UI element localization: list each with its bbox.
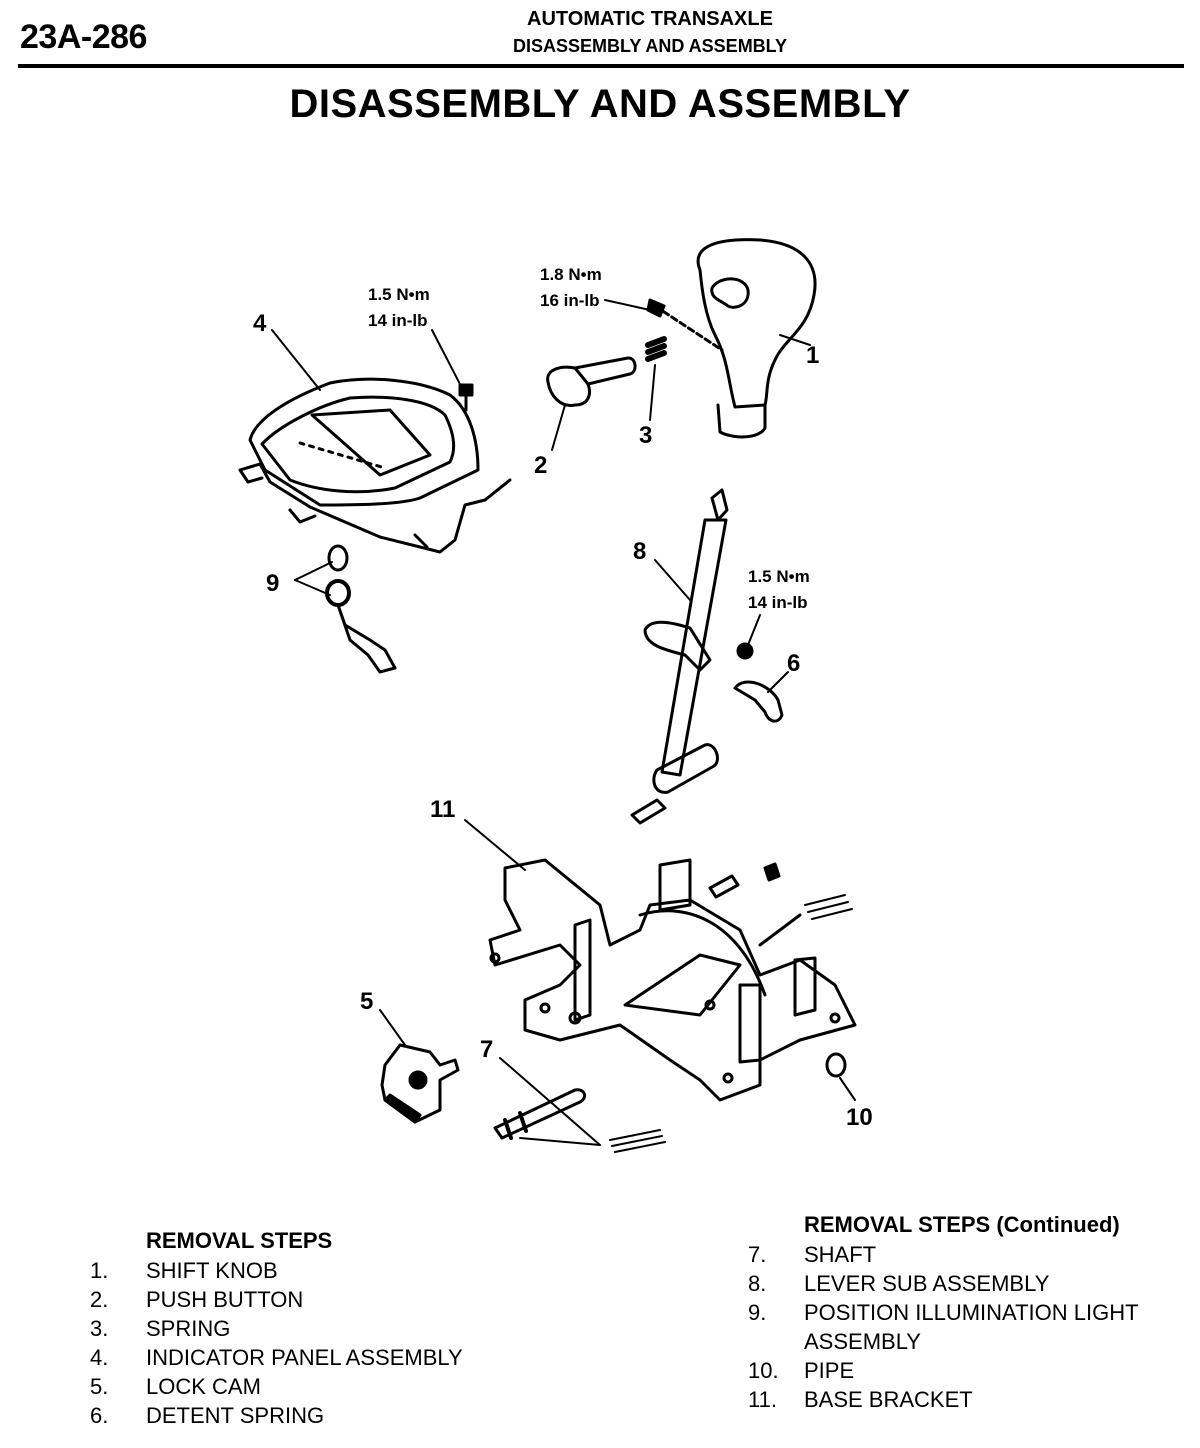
callout-6: 6 — [787, 650, 801, 677]
torque-spec-panel: 1.5 N•m 14 in-lb — [368, 285, 430, 330]
callout-10: 10 — [846, 1104, 873, 1131]
exploded-diagram — [238, 238, 857, 1153]
bolts-drawing — [458, 383, 474, 412]
leader-lines — [271, 299, 856, 1146]
page-title: DISASSEMBLY AND ASSEMBLY — [289, 82, 911, 126]
shaft-drawing — [493, 1088, 666, 1153]
lock-cam-drawing — [380, 1043, 460, 1124]
torque-spec-knob: 1.8 N•m 16 in-lb — [540, 265, 602, 310]
pipe-drawing — [825, 1052, 847, 1078]
removal-steps-list: REMOVAL STEPS 1.SHIFT KNOB 2.PUSH BUTTON… — [90, 1228, 463, 1428]
section-subtitle: DISASSEMBLY AND ASSEMBLY — [512, 36, 788, 56]
removal-steps-heading: REMOVAL STEPS — [146, 1228, 333, 1253]
callout-4: 4 — [253, 310, 267, 337]
callout-3: 3 — [639, 422, 653, 449]
base-bracket-drawing — [488, 858, 857, 1102]
shift-knob-drawing — [646, 238, 817, 439]
removal-steps-continued-heading: REMOVAL STEPS (Continued) — [804, 1212, 1120, 1237]
callout-11: 11 — [430, 796, 456, 823]
indicator-panel-drawing — [238, 377, 512, 554]
page-number: 23A-286 — [20, 18, 147, 56]
callout-2: 2 — [534, 452, 548, 479]
callout-5: 5 — [360, 988, 374, 1015]
header-rule — [18, 64, 1184, 68]
torque-spec-lever: 1.5 N•m 14 in-lb — [748, 567, 810, 612]
removal-steps-continued-list: REMOVAL STEPS (Continued) 7.SHAFT 8.LEVE… — [748, 1212, 1139, 1412]
detent-spring-drawing — [733, 642, 784, 723]
callout-8: 8 — [633, 538, 647, 565]
step-item-continuation: ASSEMBLY — [804, 1329, 921, 1354]
lever-drawing — [630, 488, 729, 825]
spring-drawing — [645, 336, 667, 362]
callout-9: 9 — [266, 570, 280, 597]
illumination-light-drawing — [325, 544, 397, 674]
callout-1: 1 — [806, 342, 820, 369]
callout-7: 7 — [480, 1036, 494, 1063]
section-title: AUTOMATIC TRANSAXLE — [527, 8, 773, 30]
push-button-drawing — [546, 356, 637, 407]
